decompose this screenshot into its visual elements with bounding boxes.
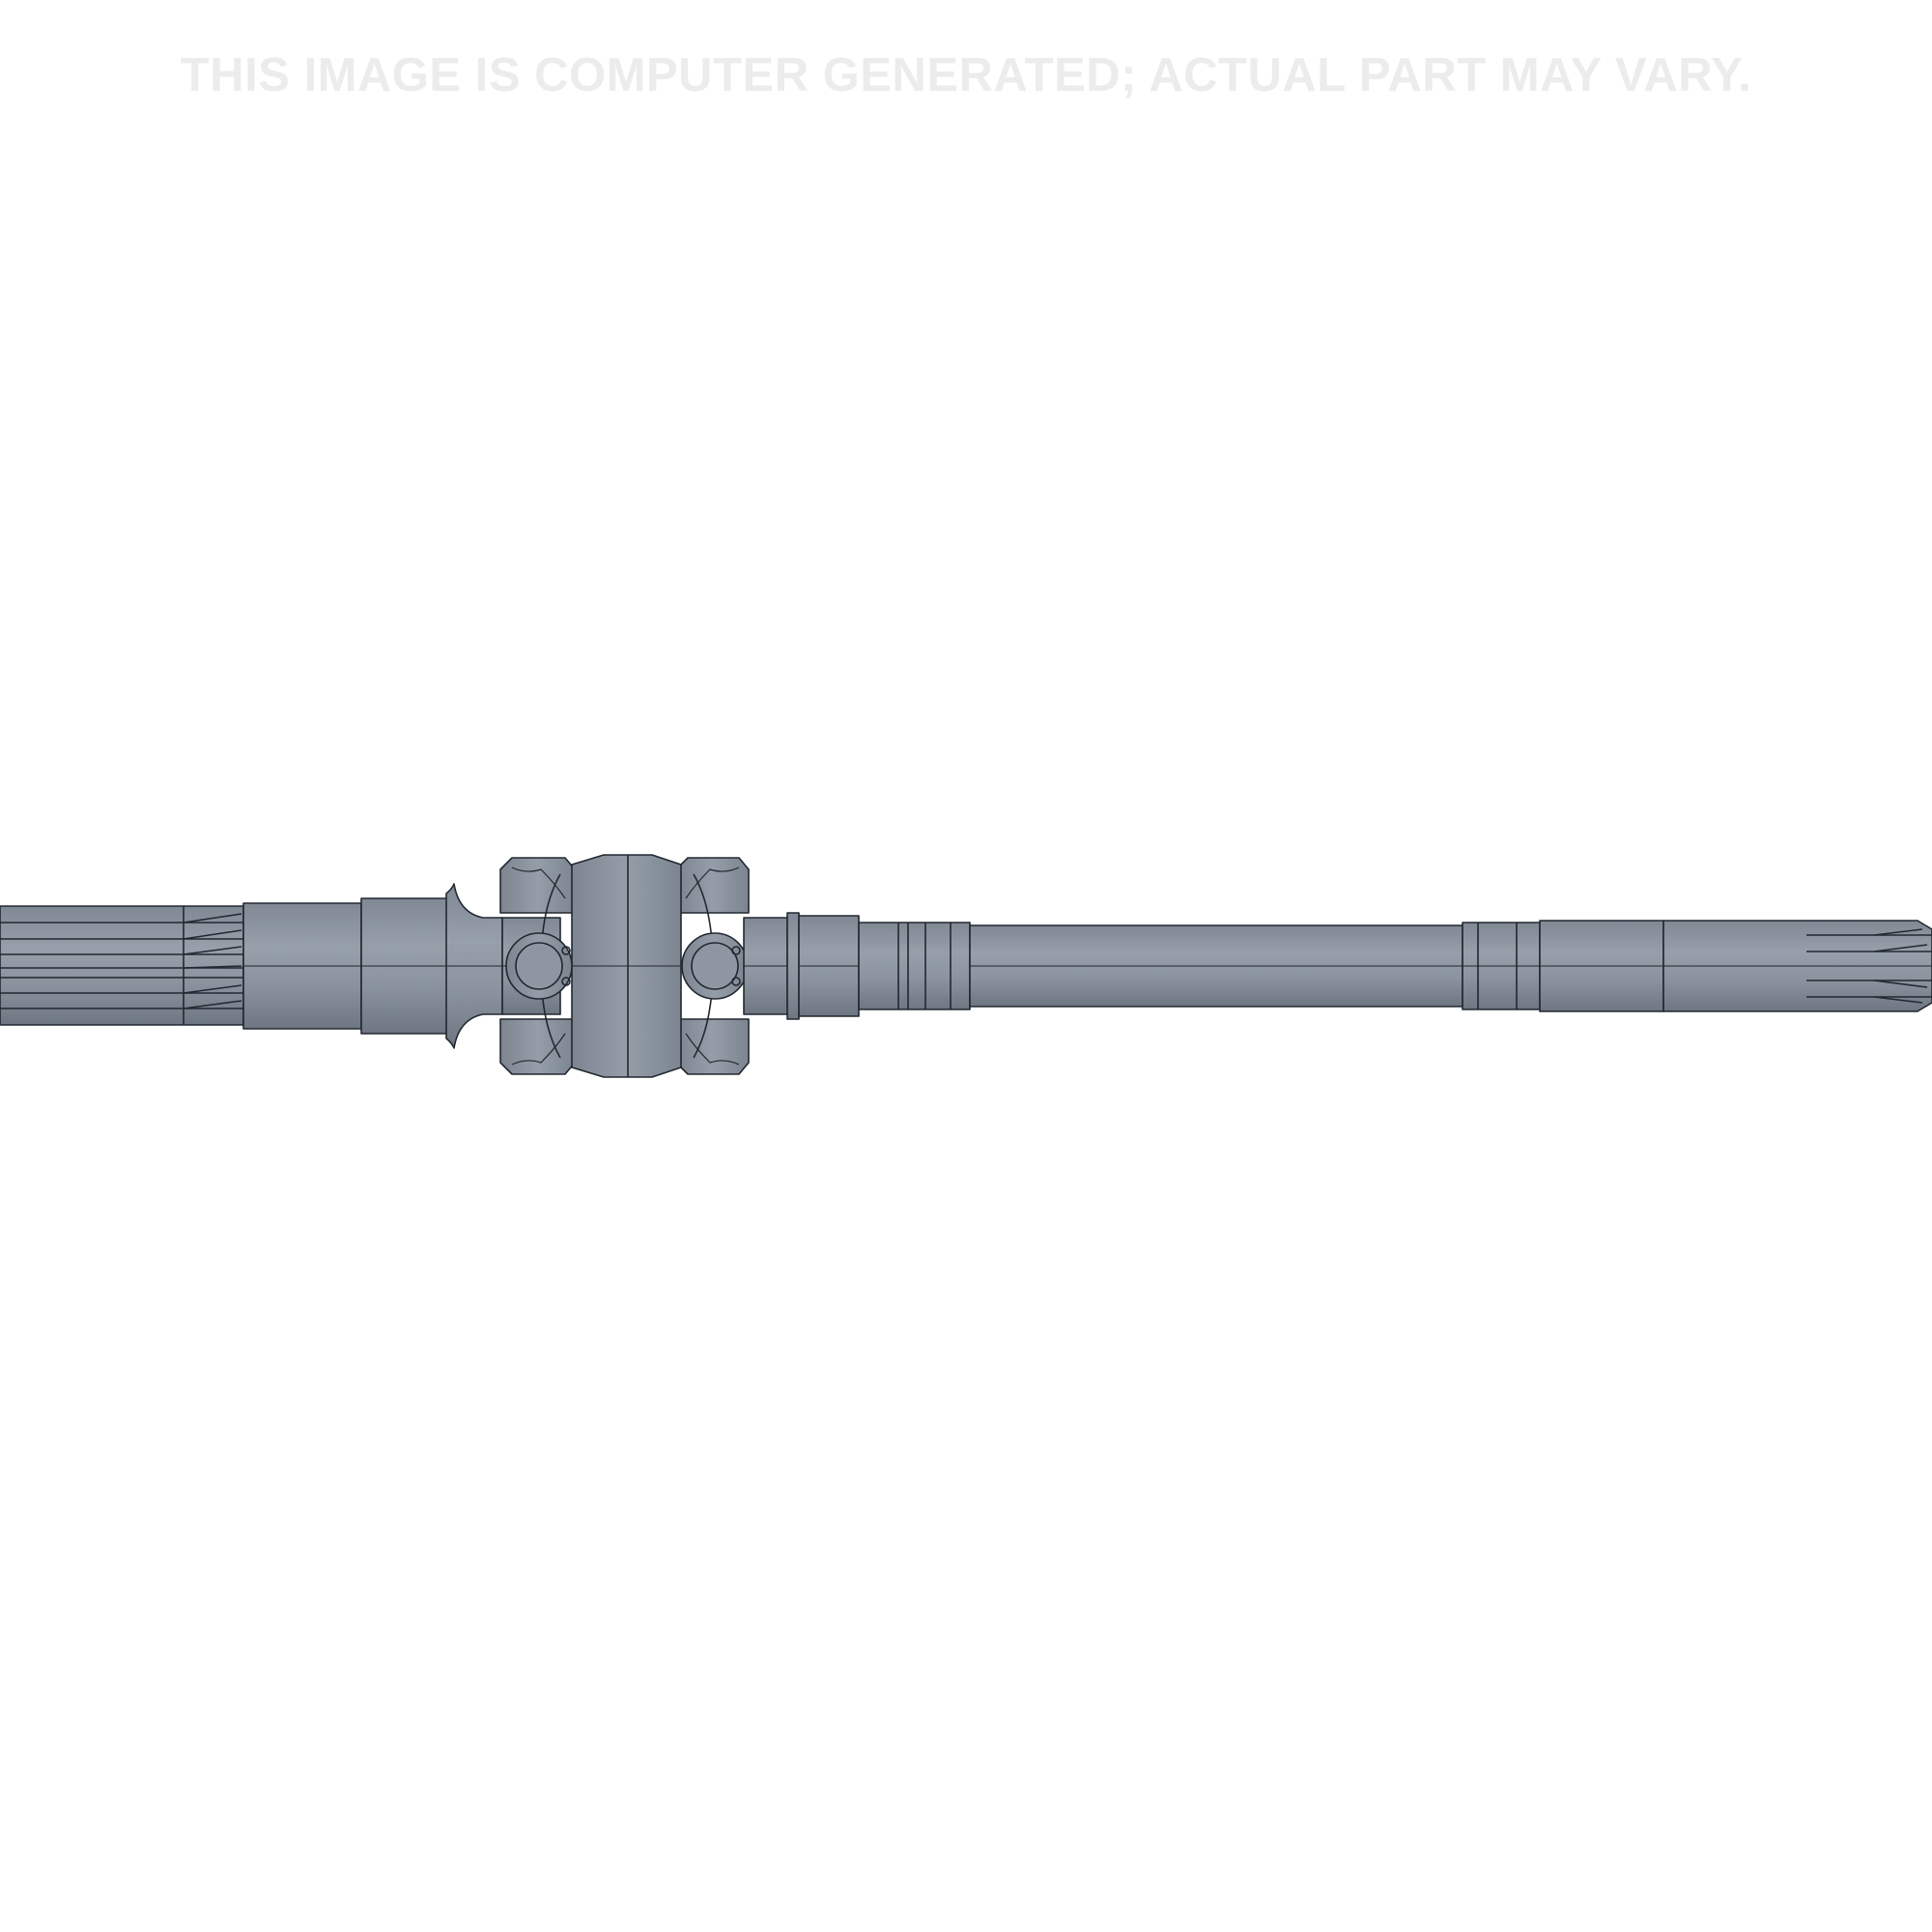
left-spline-stub <box>0 905 244 1026</box>
disclaimer-text: THIS IMAGE IS COMPUTER GENERATED; ACTUAL… <box>180 49 1752 101</box>
right-yoke-neck <box>743 912 860 1020</box>
long-shaft <box>858 920 1664 1012</box>
left-flange <box>445 883 503 1049</box>
right-spline-stub <box>1662 920 1932 1012</box>
left-collar <box>242 897 449 1035</box>
universal-joint <box>499 854 750 1078</box>
